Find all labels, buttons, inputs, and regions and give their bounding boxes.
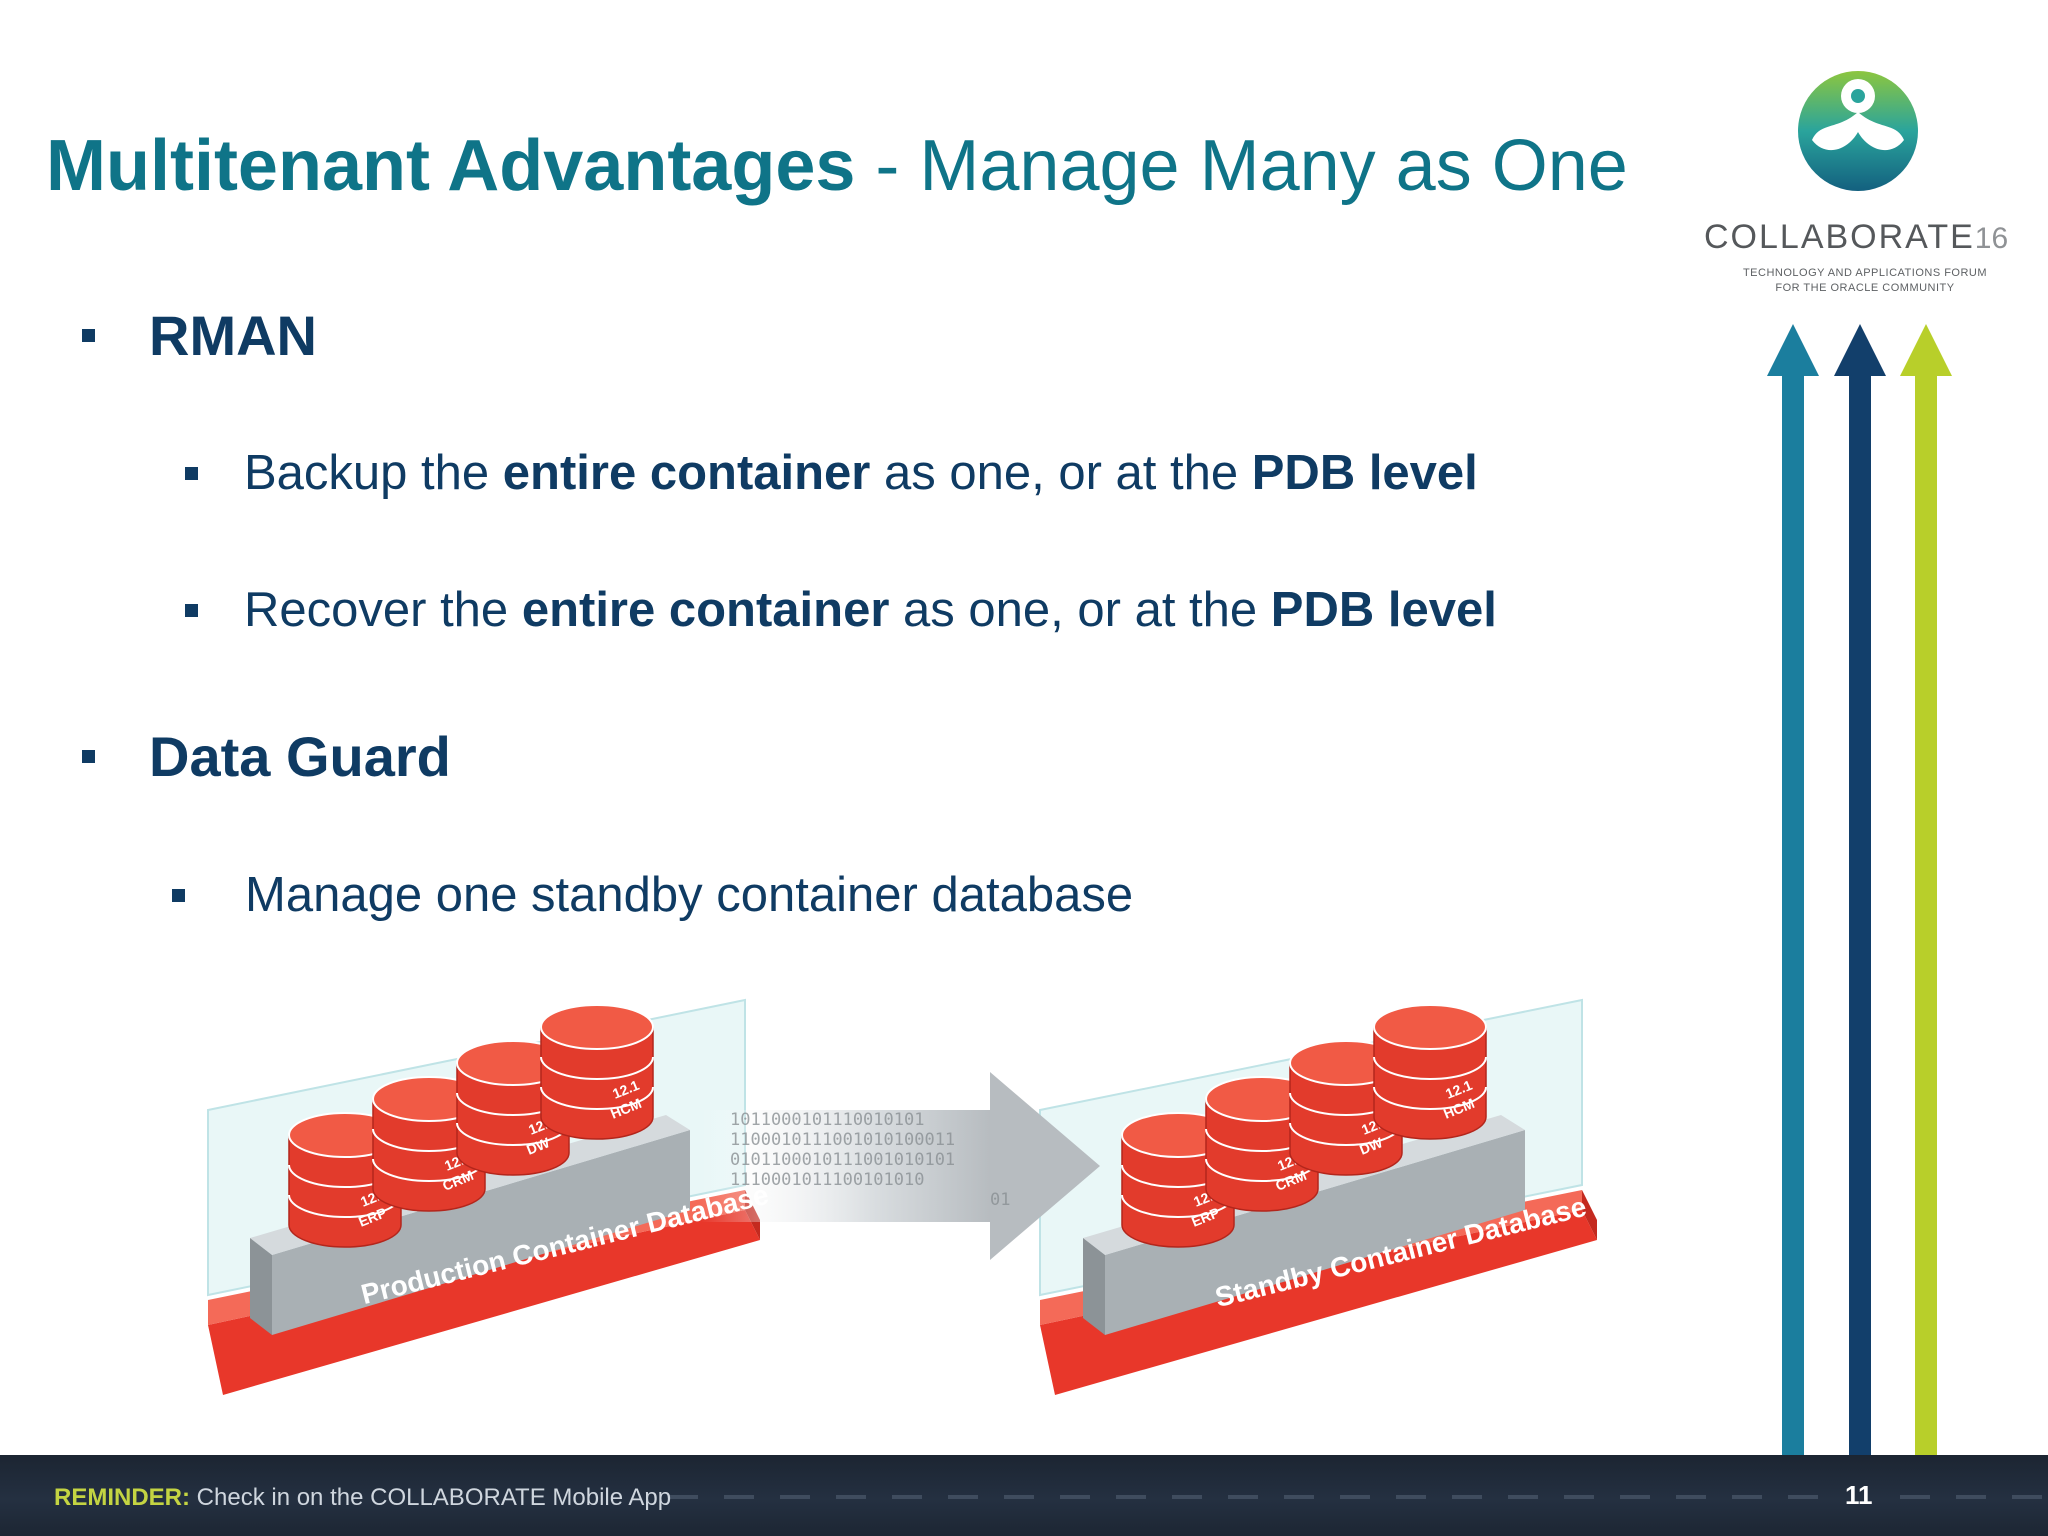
bullet-marker (82, 750, 95, 763)
footer-reminder: REMINDER: Check in on the COLLABORATE Mo… (54, 1484, 672, 1511)
footer-dash (1452, 1495, 1482, 1499)
bullet-recover: Recover the entire container as one, or … (185, 582, 1497, 638)
bullet-marker (185, 603, 198, 617)
bullet-dataguard: Data Guard (82, 724, 451, 789)
footer-dash (1956, 1495, 1986, 1499)
binary-row: 1011000101110010101 (730, 1110, 925, 1130)
binary-stream: 1011000101110010101 11000101110010101000… (730, 1110, 1090, 1210)
footer-dash-decor (668, 1495, 2042, 1499)
footer-dash (1508, 1495, 1538, 1499)
logo-tagline: TECHNOLOGY AND APPLICATIONS FORUM FOR TH… (1720, 266, 2010, 296)
footer-dash (1116, 1495, 1146, 1499)
footer-dash (1284, 1495, 1314, 1499)
footer-dash (668, 1495, 698, 1499)
footer-dash (1788, 1495, 1818, 1499)
logo-wordmark: COLLABORATE16 (1704, 218, 2009, 256)
bullet-marker (82, 329, 95, 342)
footer-dash (1228, 1495, 1258, 1499)
footer-dash (1004, 1495, 1034, 1499)
bullet-dataguard-label: Data Guard (149, 725, 451, 788)
footer-dash (1060, 1495, 1090, 1499)
page-number: 11 (1845, 1480, 1873, 1510)
footer-dash (780, 1495, 810, 1499)
bullet-rman-label: RMAN (149, 304, 317, 367)
footer-dash (2012, 1495, 2042, 1499)
footer-dash (1564, 1495, 1594, 1499)
bullet-backup: Backup the entire container as one, or a… (185, 445, 1478, 501)
footer-dash (1732, 1495, 1762, 1499)
title-rest: - Manage Many as One (855, 126, 1628, 206)
title-bold: Multitenant Advantages (46, 126, 856, 206)
bullet-standby-text: Manage one standby container database (245, 868, 1134, 922)
bullet-standby: Manage one standby container database (172, 867, 1133, 923)
replication-arrow-icon (700, 1072, 1100, 1260)
bullet-rman: RMAN (82, 303, 317, 368)
logo-tagline-1: TECHNOLOGY AND APPLICATIONS FORUM (1742, 267, 1988, 279)
footer-dash (1900, 1495, 1930, 1499)
decor-arrow-navy-icon (1834, 324, 1886, 1458)
logo-tagline-2: FOR THE ORACLE COMMUNITY (1775, 282, 1955, 294)
footer-dash (948, 1495, 978, 1499)
footer-dash (836, 1495, 866, 1499)
collaborate-logo-icon (1798, 71, 1918, 191)
decor-arrow-teal-icon (1767, 324, 1819, 1458)
binary-row: 01 (990, 1190, 1011, 1210)
binary-row: 1110001011100101010 (730, 1170, 925, 1190)
footer-dash (1172, 1495, 1202, 1499)
footer-dash (1396, 1495, 1426, 1499)
footer-dash (1676, 1495, 1706, 1499)
footer-dash (724, 1495, 754, 1499)
footer-dash (1620, 1495, 1650, 1499)
bullet-backup-text: Backup the entire container as one, or a… (244, 446, 1478, 500)
bullet-marker (172, 888, 185, 902)
footer-dash (1340, 1495, 1370, 1499)
binary-row: 1100010111001010100011 (730, 1130, 956, 1150)
bullet-recover-text: Recover the entire container as one, or … (244, 583, 1497, 637)
decor-arrow-lime-icon (1900, 324, 1952, 1458)
slide-title: Multitenant Advantages - Manage Many as … (46, 122, 1686, 210)
footer-dash (892, 1495, 922, 1499)
bullet-marker (185, 466, 198, 480)
binary-row: 0101100010111001010101 (730, 1150, 956, 1170)
